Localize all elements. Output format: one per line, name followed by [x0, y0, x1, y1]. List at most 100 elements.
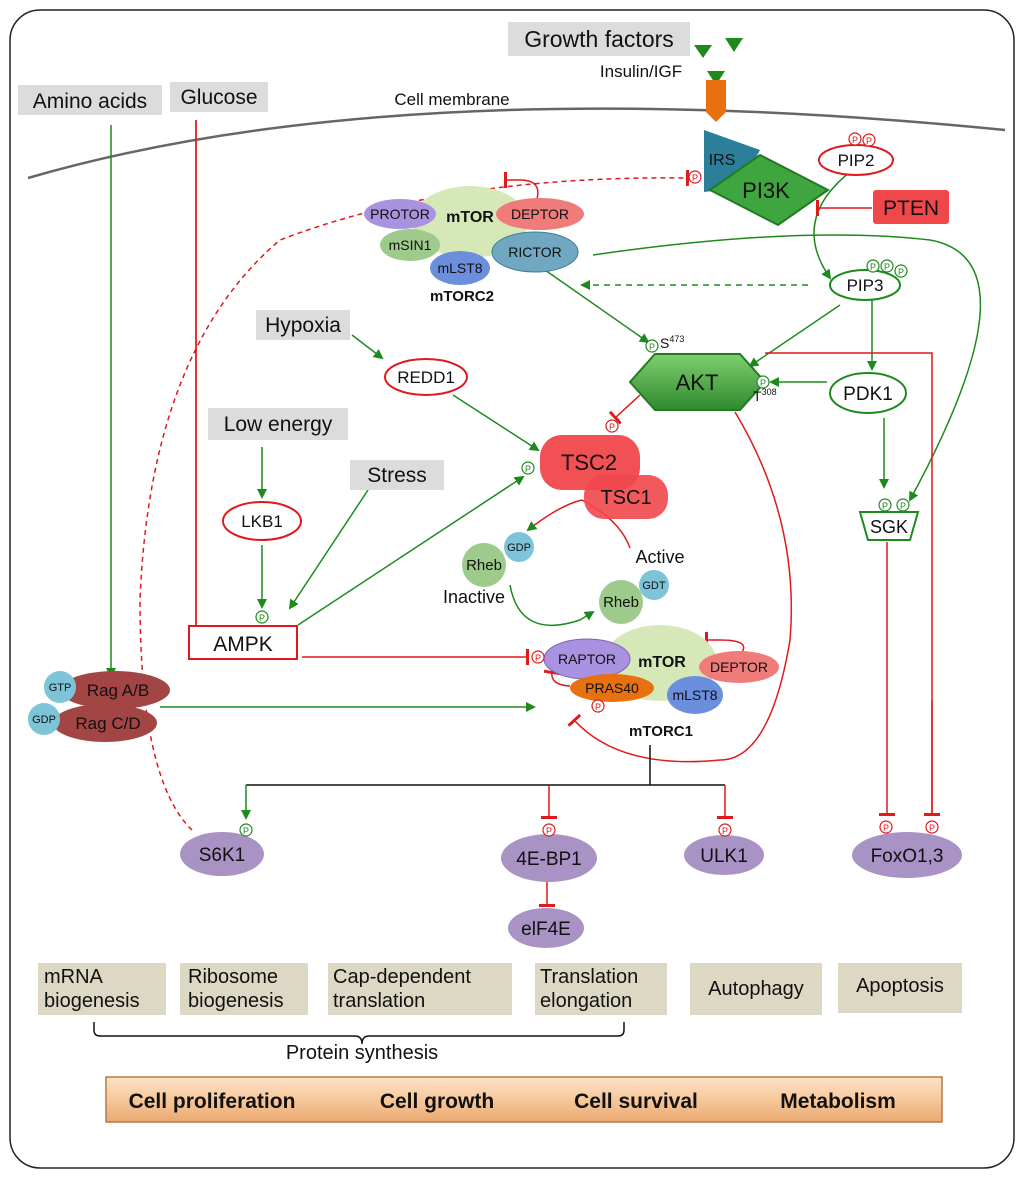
phospho-ampk-label: P [259, 613, 265, 623]
phospho-ampk [255, 610, 269, 624]
mtorc1-label: mTORC1 [629, 723, 693, 740]
apoptosis-label: Apoptosis [856, 975, 944, 997]
mrna-line1: mRNA [44, 966, 104, 988]
edge-akt-pras40 [567, 411, 793, 763]
growth-factors-box [508, 22, 690, 56]
phospho-pip3-3 [894, 264, 908, 278]
eif4e-label: elF4E [521, 919, 571, 940]
glucose-label: Glucose [180, 86, 257, 109]
tsc1-node [584, 475, 668, 519]
phospho-foxo-1-label: P [883, 823, 889, 833]
gdp-rheb-node [504, 532, 534, 562]
mtorc2-deptor-shape [496, 198, 584, 230]
mtorc1-complex: mTOR RAPTOR DEPTOR PRAS40 mLST8 mTORC1 [543, 625, 779, 740]
edge-stress-ampk [288, 489, 369, 610]
outcome-growth: Cell growth [380, 1090, 494, 1113]
pras40-label: PRAS40 [585, 680, 639, 696]
phospho-akt-s473 [645, 339, 659, 353]
gdp-rag-label: GDP [32, 714, 56, 726]
edge-ampk-tsc2 [297, 475, 525, 626]
phospho-sgk-2-label: P [900, 501, 906, 511]
phospho-sgk-1 [878, 498, 892, 512]
protor-label: PROTOR [370, 206, 430, 222]
amino-acids-box [18, 85, 162, 115]
sgk-label: SGK [870, 517, 908, 537]
pip3-node [829, 269, 901, 301]
mrna-biogenesis-box [38, 963, 166, 1015]
akt-label: AKT [676, 370, 719, 395]
rheb-inactive-label: Rheb [466, 557, 502, 574]
phospho-markers: P P P P P P P P P P P P P P P P P P P [239, 132, 939, 837]
phospho-4ebp1-label: P [546, 826, 552, 836]
phospho-pip3-1 [866, 259, 880, 273]
pi3k-label: PI3K [742, 178, 790, 203]
apoptosis-box [838, 963, 962, 1013]
pip2-label: PIP2 [838, 151, 875, 170]
ribosome-line2: biogenesis [188, 990, 284, 1012]
edge-pip2-pip3 [813, 171, 851, 280]
raptor-label: RAPTOR [558, 651, 616, 667]
ligand-triangle-2 [725, 38, 743, 52]
autophagy-box [690, 963, 822, 1015]
phospho-akt-t308 [756, 375, 770, 389]
eif4e-node [508, 908, 584, 948]
receptor-shape [706, 80, 726, 122]
ulk1-label: ULK1 [700, 846, 748, 867]
cap-dependent-box [328, 963, 512, 1015]
insulin-igf-label: Insulin/IGF [600, 62, 682, 81]
outer-frame [9, 9, 1015, 1169]
s473-label: S473 [660, 334, 684, 351]
pdk1-label: PDK1 [843, 384, 893, 405]
autophagy-label: Autophagy [708, 978, 804, 1000]
phospho-sgk-1-label: P [882, 501, 888, 511]
phospho-irs [688, 170, 702, 184]
gdt-node [639, 570, 669, 600]
phospho-4ebp1 [542, 823, 556, 837]
amino-acids-label: Amino acids [33, 90, 147, 113]
edge-rheb-activation [509, 584, 595, 627]
edge-tsc-rheb [526, 499, 583, 532]
phospho-akt-t308-label: P [760, 378, 766, 388]
ribosome-biogenesis-box [180, 963, 308, 1015]
gdt-label: GDT [642, 580, 666, 592]
phospho-ulk1-label: P [722, 826, 728, 836]
transl-line1: Translation [540, 966, 638, 988]
mtorc2-label: mTORC2 [430, 288, 494, 305]
phospho-pras40 [591, 699, 605, 713]
redd1-node [384, 358, 468, 396]
4ebp1-label: 4E-BP1 [516, 849, 581, 870]
phospho-raptor-label: P [535, 653, 541, 663]
mtorc1-mlst8-label: mLST8 [672, 687, 717, 703]
phospho-pip2-2-label: P [866, 136, 872, 146]
tsc1-label: TSC1 [600, 487, 651, 509]
gtp-node [44, 671, 76, 703]
rheb-inactive-node [462, 543, 506, 587]
mtorc2-mlst8-label: mLST8 [437, 260, 482, 276]
growth-factors-label: Growth factors [524, 26, 674, 52]
gdp-rheb-label: GDP [507, 542, 531, 554]
pip3-label: PIP3 [847, 276, 884, 295]
rag-cd-label: Rag C/D [75, 714, 140, 733]
edge-mtorc2-akt [544, 269, 650, 344]
s6k1-label: S6K1 [199, 845, 245, 866]
hypoxia-label: Hypoxia [265, 314, 341, 337]
edge-pip3-akt [748, 304, 841, 368]
rag-cd-node [53, 704, 157, 742]
mtorc1-mlst8-shape [667, 676, 723, 714]
mtorc2-complex: mTOR PROTOR DEPTOR mSIN1 RICTOR mLST8 mT… [364, 186, 584, 305]
ampk-node [188, 625, 298, 660]
ulk1-node [684, 835, 764, 875]
cap-line2: translation [333, 990, 425, 1012]
stress-label: Stress [367, 464, 427, 487]
low-energy-box [208, 408, 348, 440]
ribosome-line1: Ribosome [188, 966, 278, 988]
stress-box [350, 460, 444, 490]
glucose-box [170, 82, 268, 112]
phospho-akt-s473-label: P [649, 342, 655, 352]
phospho-sgk-2 [896, 498, 910, 512]
mrna-line2: biogenesis [44, 990, 140, 1012]
t308-label: T308 [753, 387, 777, 404]
outcome-bar [105, 1076, 943, 1123]
phospho-ulk1 [718, 823, 732, 837]
foxo-label: FoxO1,3 [871, 846, 944, 867]
